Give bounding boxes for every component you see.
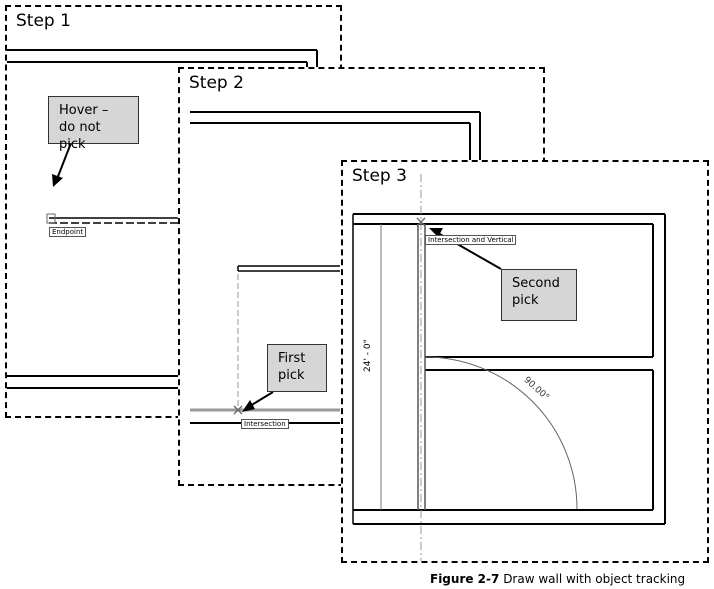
arrow-head: [429, 228, 443, 237]
step-3-panel: Step 3 Second pick Intersection and Vert…: [341, 160, 709, 563]
callout-first-pick: First pick: [267, 344, 327, 392]
step-2-drawing: [190, 111, 481, 424]
figure-caption-text: Draw wall with object tracking: [503, 572, 686, 586]
step-title: Step 3: [352, 166, 407, 186]
step-title: Step 1: [16, 11, 71, 31]
intersection-vertical-tag: Intersection and Vertical: [425, 235, 517, 245]
intersection-marker: [416, 217, 426, 227]
dimension-label: 24' - 0": [363, 339, 373, 372]
figure-number: Figure 2-7: [430, 572, 500, 586]
callout-arrow: [56, 142, 72, 180]
endpoint-tag: Endpoint: [49, 227, 87, 237]
arrow-head: [242, 400, 255, 412]
intersection-marker: [233, 405, 243, 415]
step-3-drawing: [352, 174, 666, 561]
angle-arc: [424, 356, 578, 510]
callout-second-pick: Second pick: [501, 269, 577, 321]
callout-hover: Hover – do not pick: [48, 96, 139, 152]
step-1-drawing: [7, 49, 318, 389]
intersection-tag: Intersection: [241, 419, 289, 429]
step-title: Step 2: [189, 73, 244, 93]
arrow-head: [52, 174, 63, 187]
endpoint-marker: [46, 213, 56, 224]
figure-caption: Figure 2-7 Draw wall with object trackin…: [430, 572, 685, 586]
callout-arrow: [249, 391, 274, 407]
